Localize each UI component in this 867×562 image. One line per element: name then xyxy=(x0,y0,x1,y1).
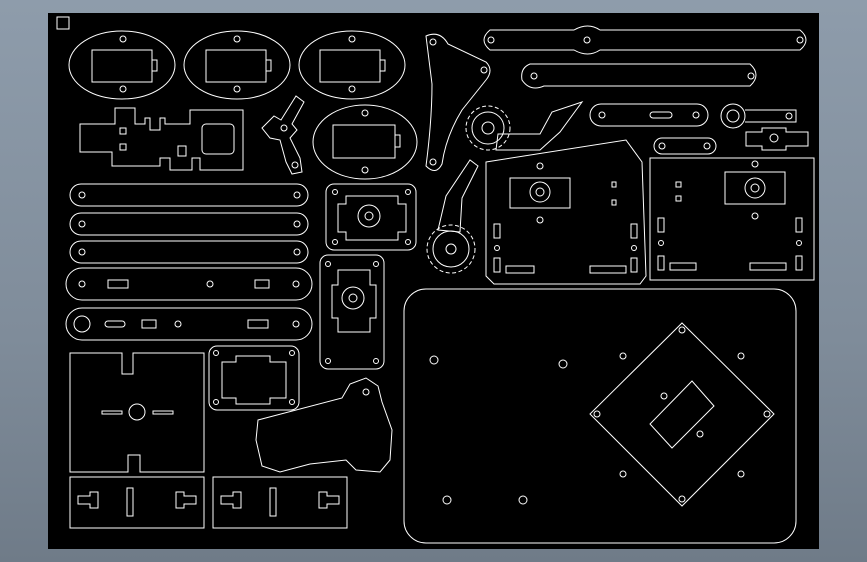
link-bar-4 xyxy=(65,267,313,301)
link-bar-2 xyxy=(69,212,309,236)
servo-mount-1 xyxy=(325,183,417,251)
corner-marker xyxy=(56,16,70,30)
battery-holder-4 xyxy=(312,104,418,180)
tab-panel-1 xyxy=(69,476,205,529)
link-bar-5 xyxy=(65,307,313,341)
tab-panel-2 xyxy=(212,476,348,529)
gripper-bracket xyxy=(255,377,393,473)
battery-holder-1 xyxy=(68,30,176,100)
drawing-sheet xyxy=(48,13,819,549)
curved-arm xyxy=(425,33,491,171)
horn-arm xyxy=(720,103,797,129)
servo-horn-small xyxy=(745,127,809,151)
zigzag-link xyxy=(495,101,584,151)
gear-upper xyxy=(465,105,511,151)
servo-board-2 xyxy=(649,157,815,281)
top-link-1 xyxy=(483,25,807,55)
servo-mount-2 xyxy=(319,254,385,370)
gear-arm xyxy=(437,159,479,233)
battery-holder-2 xyxy=(183,30,291,100)
side-panel xyxy=(69,352,205,473)
gear-lower xyxy=(426,224,476,274)
main-base-plate xyxy=(403,288,797,544)
link-bar-1 xyxy=(69,183,309,207)
link-bar-3 xyxy=(69,240,309,264)
servo-frame xyxy=(208,345,300,411)
base-bracket xyxy=(79,107,244,171)
battery-holder-3 xyxy=(298,30,406,100)
slot-link xyxy=(589,103,709,127)
short-link xyxy=(653,137,717,155)
servo-board-1 xyxy=(485,139,647,285)
cross-horn xyxy=(261,95,305,175)
top-link-2 xyxy=(521,63,757,89)
